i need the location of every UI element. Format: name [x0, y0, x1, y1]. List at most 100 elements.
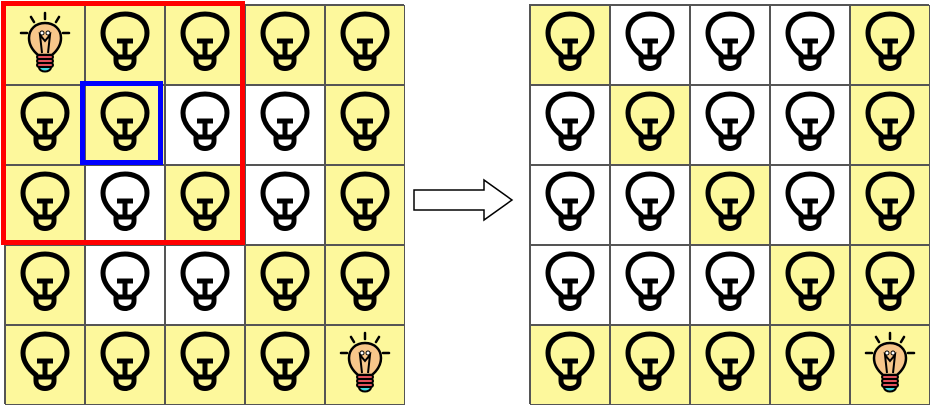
cell-r4-c2-on[interactable] — [690, 325, 770, 405]
cell-r2-c0-off[interactable] — [530, 165, 610, 245]
lightbulb-icon — [625, 251, 675, 319]
lightbulb-icon — [180, 251, 230, 319]
cell-r4-c1-on[interactable] — [85, 325, 165, 405]
cell-r3-c1-off[interactable] — [85, 245, 165, 325]
lightbulb-icon — [340, 11, 390, 79]
cell-r4-c4-special[interactable] — [325, 325, 405, 405]
lightbulb-icon — [260, 331, 310, 399]
lightbulb-icon — [865, 91, 915, 159]
cell-r3-c2-off[interactable] — [165, 245, 245, 325]
cell-r0-c1-off[interactable] — [610, 5, 690, 85]
cell-r1-c2-off[interactable] — [690, 85, 770, 165]
cell-r3-c1-off[interactable] — [610, 245, 690, 325]
lightbulb-icon — [180, 331, 230, 399]
lightbulb-icon — [340, 171, 390, 239]
cell-r1-c4-on[interactable] — [325, 85, 405, 165]
lightbulb-icon — [180, 91, 230, 159]
lightbulb-icon — [545, 11, 595, 79]
lit-lightbulb-icon — [17, 11, 73, 79]
cell-r0-c3-on[interactable] — [245, 5, 325, 85]
lightbulb-icon — [260, 251, 310, 319]
cell-r3-c4-on[interactable] — [325, 245, 405, 325]
cell-r3-c3-on[interactable] — [770, 245, 850, 325]
lightbulb-icon — [260, 171, 310, 239]
cell-r2-c3-off[interactable] — [245, 165, 325, 245]
cell-r2-c4-on[interactable] — [850, 165, 930, 245]
lightbulb-icon — [865, 171, 915, 239]
cell-r4-c0-on[interactable] — [530, 325, 610, 405]
lightbulb-icon — [785, 11, 835, 79]
lightbulb-icon — [260, 11, 310, 79]
lightbulb-icon — [705, 331, 755, 399]
lightbulb-icon — [625, 331, 675, 399]
cell-r2-c1-off[interactable] — [610, 165, 690, 245]
lightbulb-icon — [100, 251, 150, 319]
lightbulb-icon — [100, 91, 150, 159]
lightbulb-icon — [180, 171, 230, 239]
lightbulb-icon — [20, 251, 70, 319]
cell-r1-c3-off[interactable] — [770, 85, 850, 165]
lightbulb-icon — [865, 11, 915, 79]
cell-r2-c0-on[interactable] — [5, 165, 85, 245]
cell-r1-c1-on[interactable] — [85, 85, 165, 165]
lightbulb-icon — [260, 91, 310, 159]
lightbulb-icon — [625, 11, 675, 79]
cell-r2-c2-on[interactable] — [690, 165, 770, 245]
lightbulb-icon — [20, 171, 70, 239]
cell-r0-c4-on[interactable] — [850, 5, 930, 85]
cell-r0-c0-on[interactable] — [530, 5, 610, 85]
cell-r1-c0-off[interactable] — [530, 85, 610, 165]
lightbulb-icon — [865, 251, 915, 319]
cell-r4-c3-on[interactable] — [770, 325, 850, 405]
cell-r0-c2-off[interactable] — [690, 5, 770, 85]
cell-r4-c1-on[interactable] — [610, 325, 690, 405]
cell-r0-c0-special[interactable] — [5, 5, 85, 85]
cell-r3-c2-off[interactable] — [690, 245, 770, 325]
cell-r0-c4-on[interactable] — [325, 5, 405, 85]
lightbulb-icon — [625, 171, 675, 239]
cell-r4-c2-on[interactable] — [165, 325, 245, 405]
lightbulb-icon — [545, 171, 595, 239]
cell-r1-c2-off[interactable] — [165, 85, 245, 165]
lit-lightbulb-icon — [337, 331, 393, 399]
lightbulb-icon — [705, 91, 755, 159]
lightbulb-icon — [20, 91, 70, 159]
cell-r1-c3-off[interactable] — [245, 85, 325, 165]
lightbulb-icon — [180, 11, 230, 79]
lightbulb-icon — [705, 251, 755, 319]
lightbulb-icon — [785, 251, 835, 319]
lightbulb-icon — [785, 171, 835, 239]
right-grid — [529, 4, 930, 405]
cell-r1-c4-on[interactable] — [850, 85, 930, 165]
lightbulb-icon — [100, 331, 150, 399]
cell-r1-c1-on[interactable] — [610, 85, 690, 165]
lightbulb-icon — [625, 91, 675, 159]
lightbulb-icon — [785, 91, 835, 159]
cell-r3-c4-on[interactable] — [850, 245, 930, 325]
cell-r0-c3-off[interactable] — [770, 5, 850, 85]
cell-r2-c4-on[interactable] — [325, 165, 405, 245]
lightbulb-icon — [545, 331, 595, 399]
lightbulb-icon — [100, 171, 150, 239]
cell-r4-c4-special[interactable] — [850, 325, 930, 405]
lightbulb-icon — [545, 91, 595, 159]
lit-lightbulb-icon — [862, 331, 918, 399]
cell-r2-c1-off[interactable] — [85, 165, 165, 245]
cell-r0-c2-on[interactable] — [165, 5, 245, 85]
cell-r3-c0-off[interactable] — [530, 245, 610, 325]
cell-r4-c3-on[interactable] — [245, 325, 325, 405]
cell-r2-c2-on[interactable] — [165, 165, 245, 245]
cell-r3-c3-on[interactable] — [245, 245, 325, 325]
lightbulb-icon — [340, 91, 390, 159]
cell-r2-c3-off[interactable] — [770, 165, 850, 245]
cell-r3-c0-on[interactable] — [5, 245, 85, 325]
lightbulb-icon — [785, 331, 835, 399]
lightbulb-icon — [545, 251, 595, 319]
lightbulb-icon — [20, 331, 70, 399]
right-arrow-icon — [413, 178, 514, 222]
cell-r4-c0-on[interactable] — [5, 325, 85, 405]
lightbulb-icon — [705, 171, 755, 239]
cell-r1-c0-on[interactable] — [5, 85, 85, 165]
lightbulb-icon — [705, 11, 755, 79]
cell-r0-c1-on[interactable] — [85, 5, 165, 85]
